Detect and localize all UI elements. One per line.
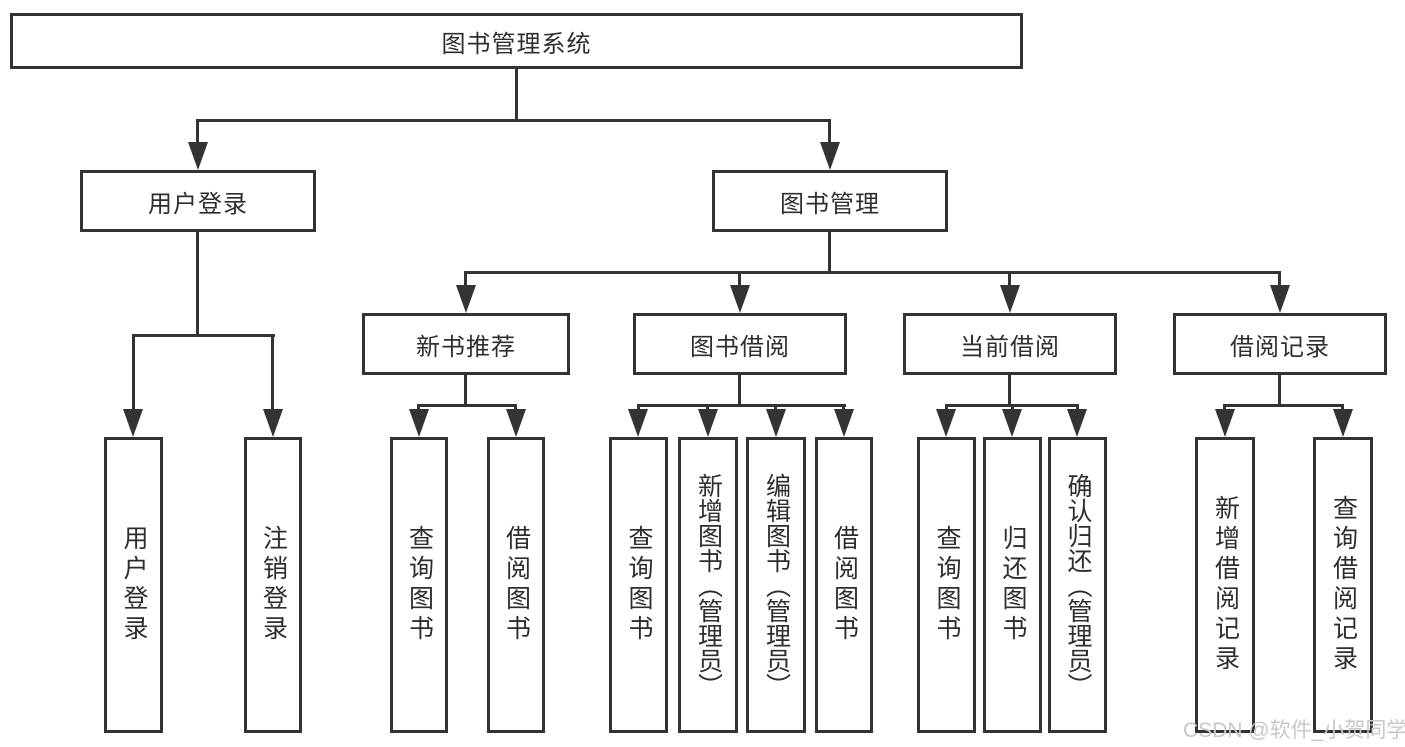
connector-line: [464, 271, 1281, 274]
arrow-down-icon: [834, 409, 854, 437]
leaf-current-return-books: 归还图书: [983, 437, 1042, 733]
connector-line: [1011, 404, 1014, 413]
arrow-down-icon: [123, 409, 143, 437]
node-user-login: 用户登录: [80, 170, 316, 232]
arrow-down-icon: [1215, 409, 1235, 437]
arrow-down-icon: [409, 409, 429, 437]
connector-line: [1223, 404, 1344, 407]
arrow-down-icon: [506, 409, 526, 437]
arrow-down-icon: [698, 409, 718, 437]
connector-line: [637, 404, 846, 407]
node-new-book-recommend: 新书推荐: [362, 313, 570, 375]
leaf-recommend-query-books: 查询图书: [390, 437, 448, 733]
arrow-down-icon: [820, 142, 840, 170]
connector-line: [1008, 271, 1011, 289]
connector-line: [828, 119, 831, 145]
leaf-borrow-edit-books-admin: 编辑图书（管理员）: [746, 437, 806, 733]
connector-line: [196, 119, 199, 145]
connector-line: [1341, 404, 1344, 413]
arrow-down-icon: [1002, 409, 1022, 437]
connector-line: [738, 271, 741, 289]
arrow-down-icon: [1333, 409, 1353, 437]
connector-line: [945, 404, 948, 413]
connector-line: [417, 404, 517, 407]
arrow-down-icon: [730, 285, 750, 313]
arrow-down-icon: [1067, 409, 1087, 437]
connector-line: [1223, 404, 1226, 413]
leaf-user-login: 用户登录: [104, 437, 163, 733]
node-book-management: 图书管理: [712, 170, 948, 232]
connector-line: [515, 69, 518, 121]
leaf-current-confirm-return-admin: 确认归还（管理员）: [1048, 437, 1107, 733]
node-root: 图书管理系统: [10, 13, 1023, 69]
arrow-down-icon: [1270, 285, 1290, 313]
arrow-down-icon: [936, 409, 956, 437]
connector-line: [1076, 404, 1079, 413]
arrow-down-icon: [456, 285, 476, 313]
leaf-borrow-borrow-books: 借阅图书: [815, 437, 873, 733]
connector-line: [417, 404, 420, 413]
connector-line: [828, 232, 831, 274]
node-current-borrow: 当前借阅: [903, 313, 1117, 375]
leaf-borrow-query-books: 查询图书: [609, 437, 668, 733]
connector-line: [464, 271, 467, 289]
leaf-records-query-record: 查询借阅记录: [1313, 437, 1373, 733]
arrow-down-icon: [263, 409, 283, 437]
connector-line: [197, 119, 831, 122]
connector-line: [774, 404, 777, 413]
connector-line: [196, 232, 199, 336]
connector-line: [1008, 375, 1011, 407]
connector-line: [464, 375, 467, 407]
connector-line: [514, 404, 517, 413]
connector-line: [706, 404, 709, 413]
arrow-down-icon: [766, 409, 786, 437]
arrow-down-icon: [1000, 285, 1020, 313]
leaf-records-add-record: 新增借阅记录: [1195, 437, 1255, 733]
connector-line: [637, 404, 640, 413]
connector-line: [132, 334, 135, 413]
connector-line: [132, 334, 275, 337]
leaf-logout: 注销登录: [244, 437, 302, 733]
leaf-recommend-borrow-books: 借阅图书: [487, 437, 545, 733]
connector-line: [1278, 271, 1281, 289]
connector-line: [842, 404, 845, 413]
leaf-borrow-add-books-admin: 新增图书（管理员）: [678, 437, 738, 733]
connector-line: [738, 375, 741, 407]
watermark: CSDN @软件_小贺同学: [1183, 719, 1405, 742]
arrow-down-icon: [628, 409, 648, 437]
leaf-current-query-books: 查询图书: [917, 437, 976, 733]
connector-line: [1278, 375, 1281, 407]
arrow-down-icon: [188, 142, 208, 170]
node-book-borrow: 图书借阅: [633, 313, 847, 375]
connector-line: [271, 334, 274, 413]
node-borrow-records: 借阅记录: [1173, 313, 1387, 375]
